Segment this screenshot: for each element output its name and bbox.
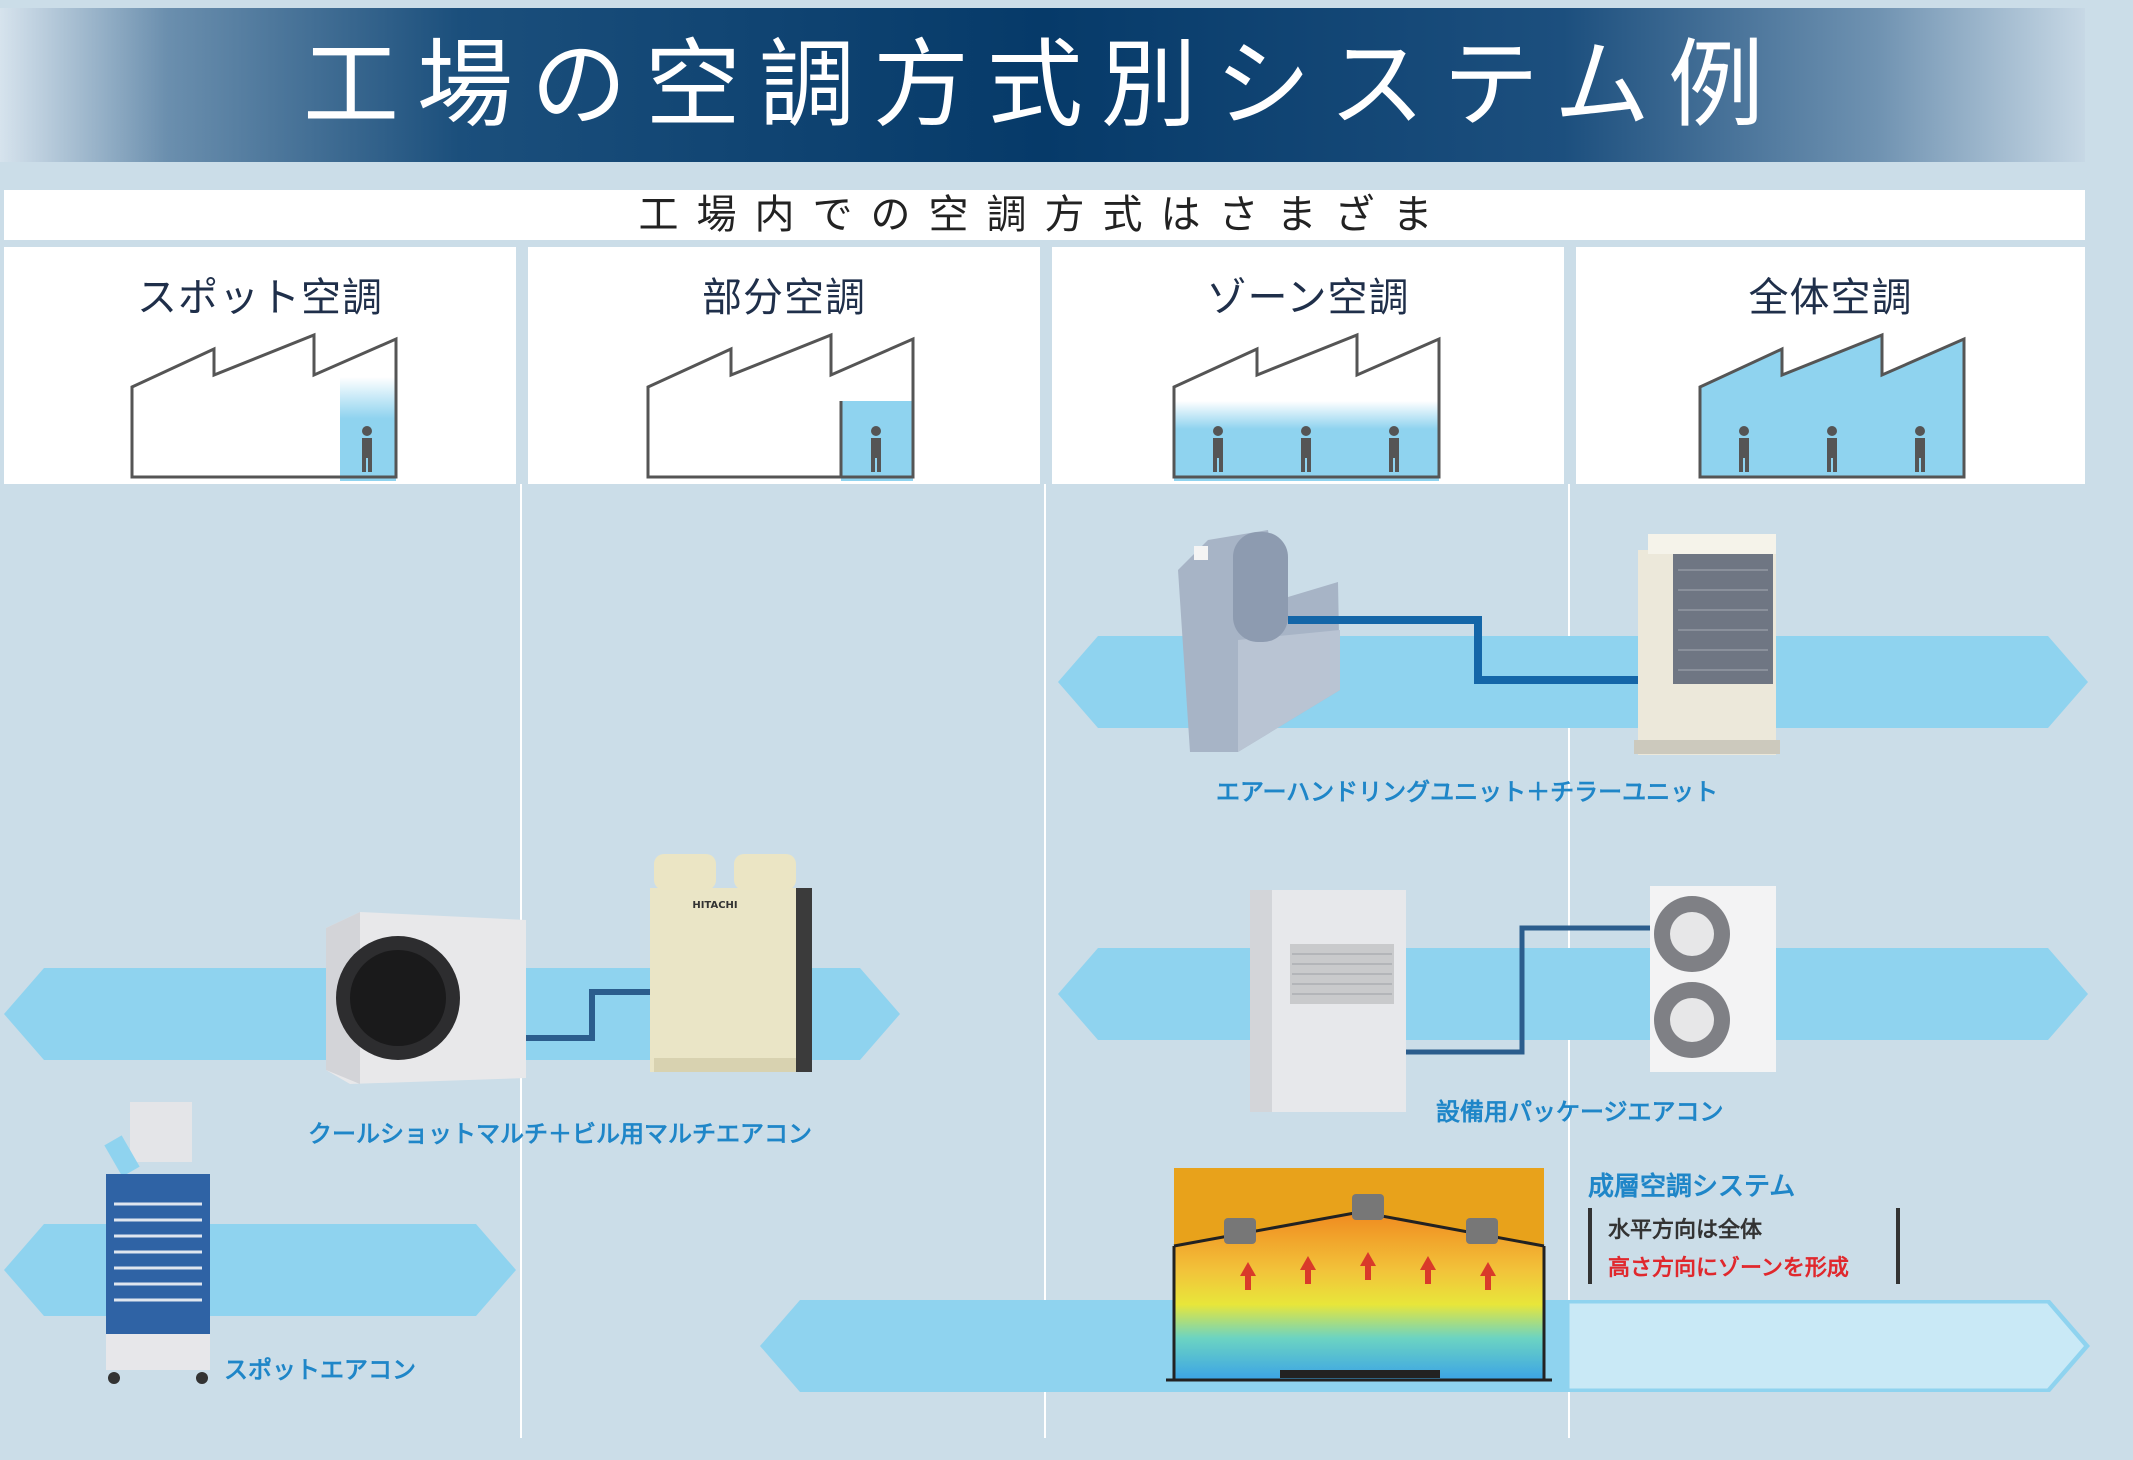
column-title-zone: ゾーン空調: [1206, 275, 1410, 321]
factory-icon-whole: [1698, 332, 1966, 479]
column-spot: スポット空調: [4, 247, 516, 484]
column-title-partial: 部分空調: [702, 275, 866, 321]
stratified-title: 成層空調システム: [1588, 1172, 1796, 1202]
label-ahu-chiller: エアーハンドリングユニット＋チラーユニット: [1216, 778, 1719, 806]
label-package-ac: 設備用パッケージエアコン: [1436, 1098, 1724, 1126]
spot-ac-illustration: [104, 1102, 210, 1384]
label-spot-ac: スポットエアコン: [224, 1356, 416, 1384]
label-cool-shot-multi: クールショットマルチ＋ビル用マルチエアコン: [308, 1120, 812, 1148]
title-banner: 工場の空調方式別システム例: [0, 8, 2085, 162]
package-ac-illustration: [1250, 886, 1776, 1112]
subtitle: 工場内での空調方式はさまざま: [4, 190, 2085, 240]
factory-icon-spot: [130, 332, 398, 481]
range-band-spot: [4, 1224, 516, 1316]
stratified-ac-illustration: [1166, 1168, 1552, 1382]
stratified-note-box: 水平方向は全体 高さ方向にゾーンを形成: [1588, 1208, 1900, 1284]
column-divider: [1044, 484, 1046, 1438]
column-whole: 全体空調: [1576, 247, 2085, 484]
ahu-chiller-illustration: [1178, 530, 1780, 755]
factory-icon-partial: [646, 332, 915, 481]
stratified-note-line1: 水平方向は全体: [1608, 1218, 1763, 1243]
column-title-whole: 全体空調: [1748, 275, 1913, 321]
cool-shot-multi-illustration: HITACHI: [326, 854, 812, 1084]
factory-icon-zone: [1172, 332, 1441, 481]
stratified-note-line2: 高さ方向にゾーンを形成: [1608, 1256, 1849, 1281]
column-zone: ゾーン空調: [1052, 247, 1564, 484]
column-title-spot: スポット空調: [137, 275, 383, 321]
page-title: 工場の空調方式別システム例: [302, 29, 1783, 141]
multi-unit-brand: HITACHI: [692, 900, 737, 911]
column-partial: 部分空調: [528, 247, 1040, 484]
